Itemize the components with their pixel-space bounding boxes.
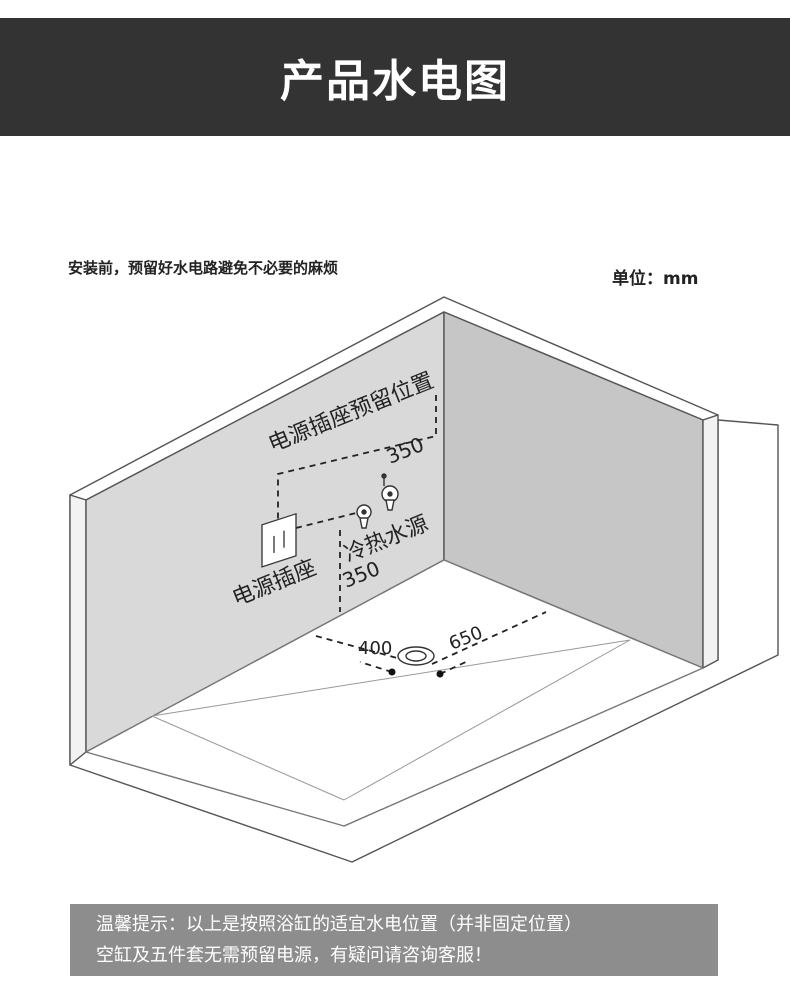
- inner-floor: [85, 559, 704, 827]
- header-bar: 产品水电图: [0, 18, 790, 136]
- tip-box: 温馨提示：以上是按照浴缸的适宜水电位置（并非固定位置） 空缸及五件套无需预留电源…: [70, 904, 718, 976]
- dim-left-tick: [359, 661, 393, 673]
- tip-line-2: 空缸及五件套无需预留电源，有疑问请咨询客服！: [96, 945, 492, 966]
- drain-right-line: [431, 611, 547, 665]
- socket-reserved-line: [277, 395, 437, 522]
- left-wall-end: [69, 494, 87, 766]
- intro-note: 安装前，预留好水电路避免不必要的麻烦: [68, 259, 339, 277]
- cold-faucet-icon: [356, 504, 372, 529]
- label-drain-left-dim: 400: [358, 638, 392, 659]
- water-faucet-icons: [356, 473, 399, 529]
- page-title: 产品水电图: [280, 56, 510, 107]
- floor-drain-icon: [397, 646, 435, 666]
- hot-faucet-icon: [381, 473, 399, 511]
- dim-right-tick: [439, 659, 471, 675]
- socket-icon: [261, 512, 297, 568]
- unit-label: 单位：mm: [612, 269, 699, 289]
- drain-left-line: [315, 635, 413, 663]
- tip-line-1: 温馨提示：以上是按照浴缸的适宜水电位置（并非固定位置）: [96, 914, 582, 935]
- right-wall-end: [702, 414, 719, 669]
- dim-right-dot: [436, 670, 444, 678]
- dim-left-dot: [388, 668, 396, 676]
